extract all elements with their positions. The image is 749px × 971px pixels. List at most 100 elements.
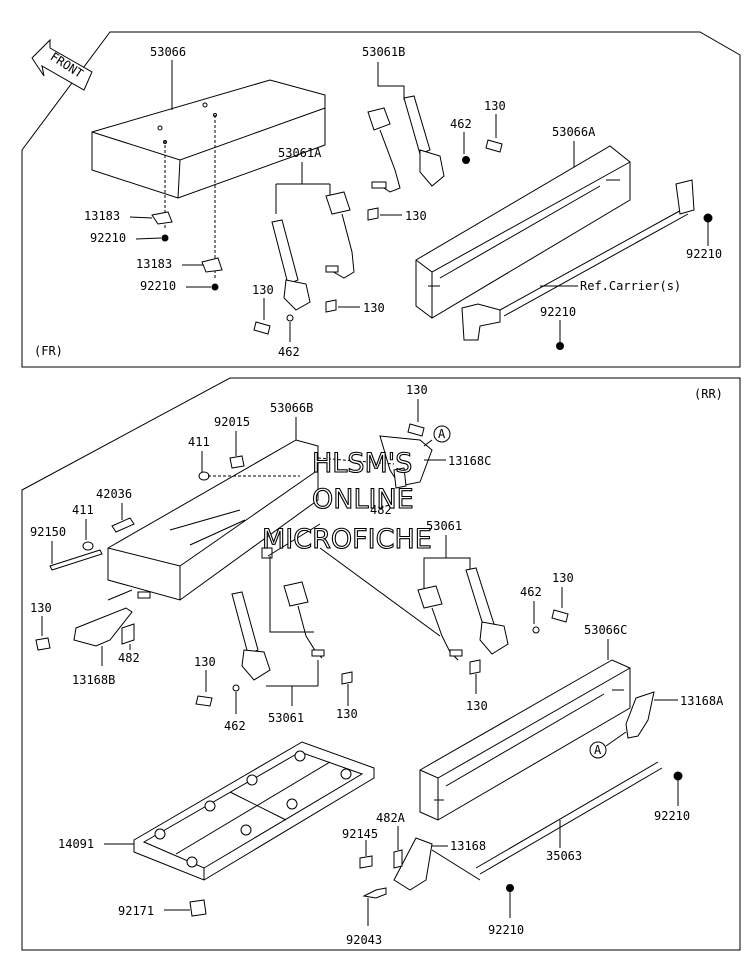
label-92210-c: 92210 [686,247,722,261]
ref-a-label-1: A [438,427,446,441]
part-92150-bolt [49,549,103,571]
part-53066-cushion [91,79,326,199]
part-462-washer-c [232,684,240,692]
label-53066B: 53066B [270,401,313,415]
part-130-bolt-g [195,695,213,707]
label-411-a: 411 [188,435,210,449]
ref-a-circle-1 [433,425,451,443]
label-92210-a: 92210 [90,231,126,245]
label-53066A: 53066A [552,125,596,139]
part-482-plate-a [393,467,407,489]
label-130-a: 130 [484,99,506,113]
label-462-a: 462 [450,117,472,131]
label-462-b: 462 [278,345,300,359]
part-53066B-cushion [107,439,319,601]
part-42036-spacer [111,517,135,533]
front-panel-border [21,31,741,368]
part-130-bolt-b [367,207,379,221]
part-130-bolt-i [469,659,481,675]
label-13183-a: 13183 [84,209,120,223]
label-130-d: 130 [363,301,385,315]
part-53066C-backrest [419,659,631,821]
label-92150: 92150 [30,525,66,539]
label-13168: 13168 [450,839,486,853]
rear-section-label: (RR) [694,387,723,401]
label-92043: 92043 [346,933,382,947]
part-53061B-belt [367,95,445,193]
part-53061-belt-right [417,567,509,661]
label-92210-b: 92210 [140,279,176,293]
label-130-g: 130 [194,655,216,669]
part-462-washer-a [462,156,470,164]
part-14091-tray [133,741,375,881]
label-130-e: 130 [30,601,52,615]
label-130-c: 130 [252,283,274,297]
ref-a-circle-2 [589,741,607,759]
label-13168C: 13168C [448,454,491,468]
front-direction-icon: FRONT [31,38,93,91]
part-13168-bracket [393,837,433,891]
part-92015-nut [229,455,245,469]
label-13168A: 13168A [680,694,724,708]
label-462-d: 462 [520,585,542,599]
watermark-line1: HLSM'S [312,448,412,479]
part-130-bolt-e [35,637,51,651]
label-53066: 53066 [150,45,186,59]
front-section-label: (FR) [34,344,63,358]
watermark-line2: ONLINE [312,484,414,515]
label-53061-a: 53061 [268,711,304,725]
label-130-f: 130 [406,383,428,397]
part-92171-plug [189,899,207,917]
part-130-bolt-d [325,299,337,313]
label-482A: 482A [376,811,406,825]
label-92015: 92015 [214,415,250,429]
part-462-washer-d [532,626,540,634]
label-35063: 35063 [546,849,582,863]
watermark-line3: MICROFICHE [262,524,432,555]
part-482A-plate [393,849,403,869]
part-53061A-belt [271,191,355,311]
part-130-bolt-j [551,609,569,623]
part-35063-bar [475,761,683,892]
part-462-washer-b [286,314,294,322]
label-13168B: 13168B [72,673,115,687]
label-92210-f: 92210 [488,923,524,937]
part-130-bolt-f [407,423,425,437]
part-53066A-backrest [415,145,631,319]
label-411-b: 411 [72,503,94,517]
part-13168A-bracket [625,691,655,739]
part-53061-belt-left [231,581,325,681]
label-482-b: 482 [118,651,140,665]
label-92210-e: 92210 [654,809,690,823]
label-42036: 42036 [96,487,132,501]
part-13183-bracket-a [151,211,173,225]
part-411-washer-a [198,471,210,481]
label-53061A: 53061A [278,146,322,160]
part-130-bolt-a [485,139,503,153]
label-130-h: 130 [336,707,358,721]
ref-carrier-label: Ref.Carrier(s) [580,279,681,293]
part-130-bolt-c [253,321,271,335]
label-130-j: 130 [552,571,574,585]
part-411-washer-b [82,541,94,551]
rear-panel-border [21,377,741,951]
label-482-a: 482 [370,503,392,517]
label-13183-b: 13183 [136,257,172,271]
part-92145-spring [359,855,373,869]
part-92043-pin [362,887,387,899]
label-92210-d: 92210 [540,305,576,319]
label-130-i: 130 [466,699,488,713]
label-92171: 92171 [118,904,154,918]
label-53066C: 53066C [584,623,627,637]
part-13168B-bracket [73,607,133,647]
part-13183-bracket-b [201,257,223,273]
label-53061B: 53061B [362,45,405,59]
part-130-bolt-h [341,671,353,685]
label-462-c: 462 [224,719,246,733]
part-92210-nut-a [161,234,169,242]
ref-a-label-2: A [594,743,602,757]
watermark: HLSM'S ONLINE MICROFICHE [261,447,432,555]
label-14091: 14091 [58,837,94,851]
